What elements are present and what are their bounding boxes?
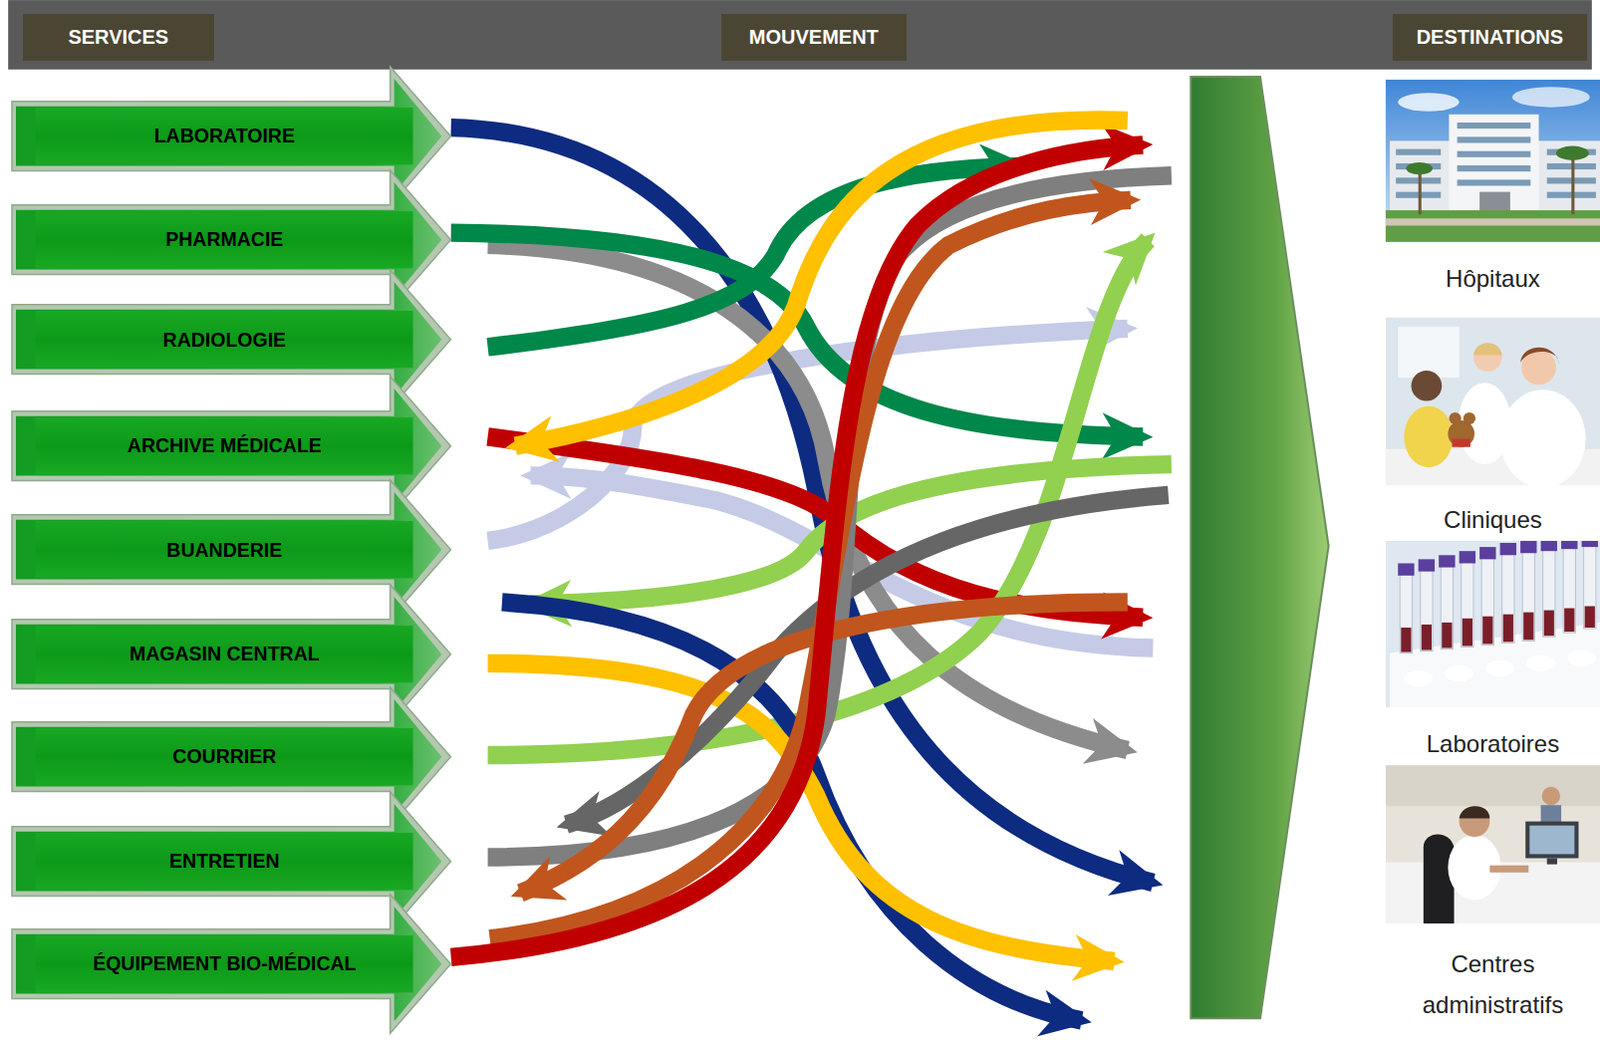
label-band — [35, 625, 414, 683]
destination-item: Cliniques — [1385, 317, 1600, 542]
arrow-outline — [11, 480, 451, 619]
arrow-outline — [11, 66, 451, 206]
destination-caption: Centres administratifs — [1385, 943, 1600, 1026]
service-arrow: ÉQUIPEMENT BIO-MÉDICAL — [11, 894, 451, 1034]
arrow-outline — [11, 269, 451, 409]
service-arrow: PHARMACIE — [11, 170, 451, 309]
arrow-fill — [15, 596, 442, 712]
header-label: MOUVEMENT — [721, 13, 906, 61]
header-label: SERVICES — [22, 13, 216, 61]
arrow-outline — [11, 894, 451, 1034]
label-band — [35, 211, 414, 268]
label-band — [35, 728, 414, 786]
header-text: SERVICES — [67, 25, 169, 49]
header-label: DESTINATIONS — [1392, 13, 1588, 61]
arrow-fill — [15, 492, 442, 607]
arrow-outline — [11, 792, 451, 931]
service-name: ARCHIVE MÉDICALE — [35, 417, 414, 475]
flow-curves — [451, 119, 1172, 1021]
header-text: DESTINATIONS — [1416, 25, 1564, 49]
destination-item: Centres administratifs — [1385, 765, 1600, 1028]
arrow-fill — [15, 388, 442, 504]
arrow-outline — [11, 687, 451, 826]
service-name: LABORATOIRE — [35, 107, 414, 165]
service-name: ÉQUIPEMENT BIO-MÉDICAL — [35, 935, 414, 993]
arrow-outline — [11, 584, 451, 724]
arrow-fill — [15, 699, 442, 814]
destination-caption: Hôpitaux — [1385, 258, 1600, 299]
service-name: RADIOLOGIE — [35, 310, 414, 368]
hospital-photo — [1385, 79, 1600, 243]
destination-item: Laboratoires — [1385, 540, 1600, 767]
header-text: MOUVEMENT — [749, 25, 879, 49]
service-name: COURRIER — [35, 728, 414, 786]
service-name: BUANDERIE — [35, 521, 414, 578]
flow-curve — [515, 119, 1128, 446]
arrow-outline — [11, 170, 451, 309]
service-name: MAGASIN CENTRAL — [35, 625, 414, 683]
arrow-fill — [15, 78, 442, 194]
label-band — [35, 107, 414, 165]
service-arrow: RADIOLOGIE — [11, 269, 451, 409]
service-arrow: LABORATOIRE — [11, 66, 451, 206]
label-band — [35, 310, 414, 368]
arrow-outline — [11, 376, 451, 516]
destination-caption: Laboratoires — [1385, 723, 1600, 765]
label-band — [35, 832, 414, 890]
service-name: ENTRETIEN — [35, 832, 414, 890]
service-arrow: MAGASIN CENTRAL — [11, 584, 451, 724]
destination-arrow — [1190, 76, 1329, 1019]
label-band — [35, 521, 414, 578]
arrow-fill — [15, 803, 442, 919]
label-band — [35, 417, 414, 475]
service-name: PHARMACIE — [35, 211, 414, 268]
arrow-fill — [15, 906, 442, 1022]
destination-caption: Cliniques — [1385, 499, 1600, 540]
office-photo — [1385, 765, 1600, 924]
service-arrow: ARCHIVE MÉDICALE — [11, 376, 451, 516]
flow-curve — [451, 145, 1143, 958]
arrow-fill — [15, 182, 442, 297]
service-arrow: BUANDERIE — [11, 480, 451, 619]
service-arrow: COURRIER — [11, 687, 451, 826]
service-arrow: ENTRETIEN — [11, 792, 451, 931]
label-band — [35, 935, 414, 993]
arrow-fill — [15, 281, 442, 397]
header-bar — [7, 0, 1593, 70]
clinic-photo — [1385, 317, 1600, 489]
laboratory-photo — [1385, 540, 1600, 708]
destination-item: Hôpitaux — [1385, 79, 1600, 301]
flow-curve — [490, 200, 1131, 940]
